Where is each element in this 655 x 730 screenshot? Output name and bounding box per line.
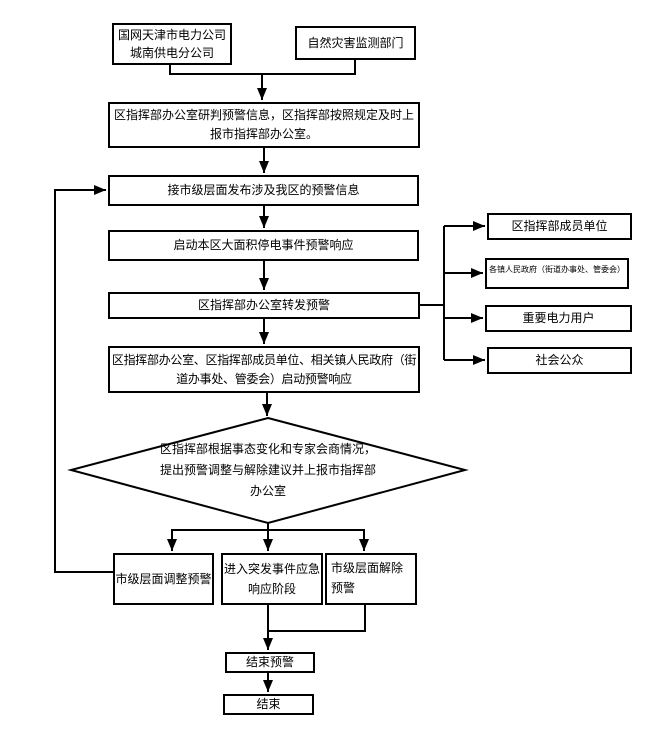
node-disaster-monitoring: 自然灾害监测部门 — [295, 26, 416, 60]
node-end: 结束 — [223, 694, 314, 715]
node-city-release-warning: 市级层面解除预警 — [325, 553, 417, 605]
node-office-forward-warning: 区指挥部办公室转发预警 — [108, 292, 420, 319]
node-start-blackout-warning-response: 启动本区大面积停电事件预警响应 — [108, 230, 419, 261]
node-office-research-warning: 区指挥部办公室研判预警信息，区指挥部按照规定及时上报市指挥部办公室。 — [108, 102, 420, 148]
node-city-adjust-warning: 市级层面调整预警 — [113, 553, 214, 605]
node-launch-warning-response: 区指挥部办公室、区指挥部成员单位、相关镇人民政府（街道办事处、管委会）启动预警响… — [108, 346, 420, 393]
node-end-warning: 结束预警 — [225, 652, 315, 673]
node-grid-company: 国网天津市电力公司城南供电分公司 — [112, 23, 232, 65]
decision-adjust-or-release-label: 区指挥部根据事态变化和专家会商情况，提出预警调整与解除建议并上报市指挥部办公室 — [160, 441, 377, 498]
node-town-governments: 各镇人民政府（街道办事处、管委会） — [485, 258, 629, 289]
node-enter-emergency-response: 进入突发事件应急响应阶段 — [221, 553, 323, 605]
node-key-power-users: 重要电力用户 — [485, 305, 632, 332]
node-general-public: 社会公众 — [487, 347, 632, 374]
node-receive-city-warning: 接市级层面发布涉及我区的预警信息 — [108, 175, 419, 206]
node-member-units: 区指挥部成员单位 — [487, 213, 632, 240]
